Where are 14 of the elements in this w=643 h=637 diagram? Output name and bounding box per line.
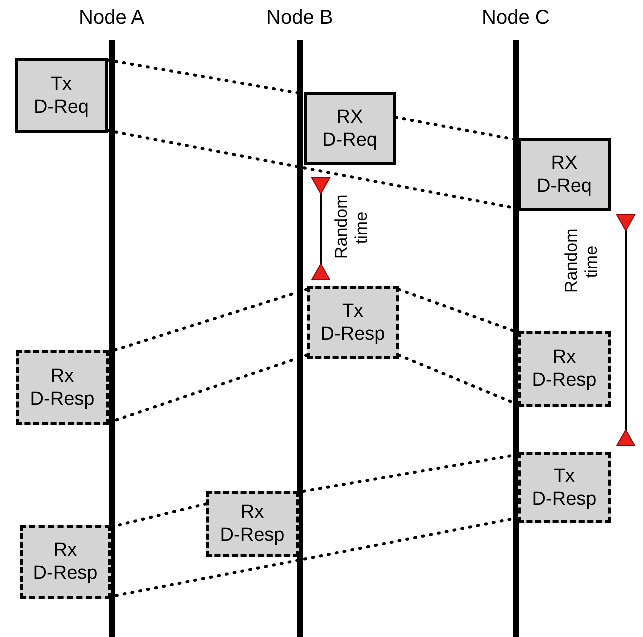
interval-label: Random time [332,197,372,259]
lifeline-header: Node C [482,6,550,30]
lifeline-header: Node A [79,6,145,30]
message-box: Tx D-Req [15,58,108,133]
message-box: Rx D-Resp [206,491,299,557]
message-box: Tx D-Resp [307,286,399,359]
interval-label: Random time [562,231,602,293]
message-box: Rx D-Resp [16,350,109,425]
lifeline-header: Node B [266,6,334,30]
message-box: Tx D-Resp [518,452,611,523]
message-box: RX D-Req [304,92,396,165]
message-box: Rx D-Resp [20,525,111,599]
message-box: RX D-Req [518,138,611,211]
message-box: Rx D-Resp [518,331,611,407]
